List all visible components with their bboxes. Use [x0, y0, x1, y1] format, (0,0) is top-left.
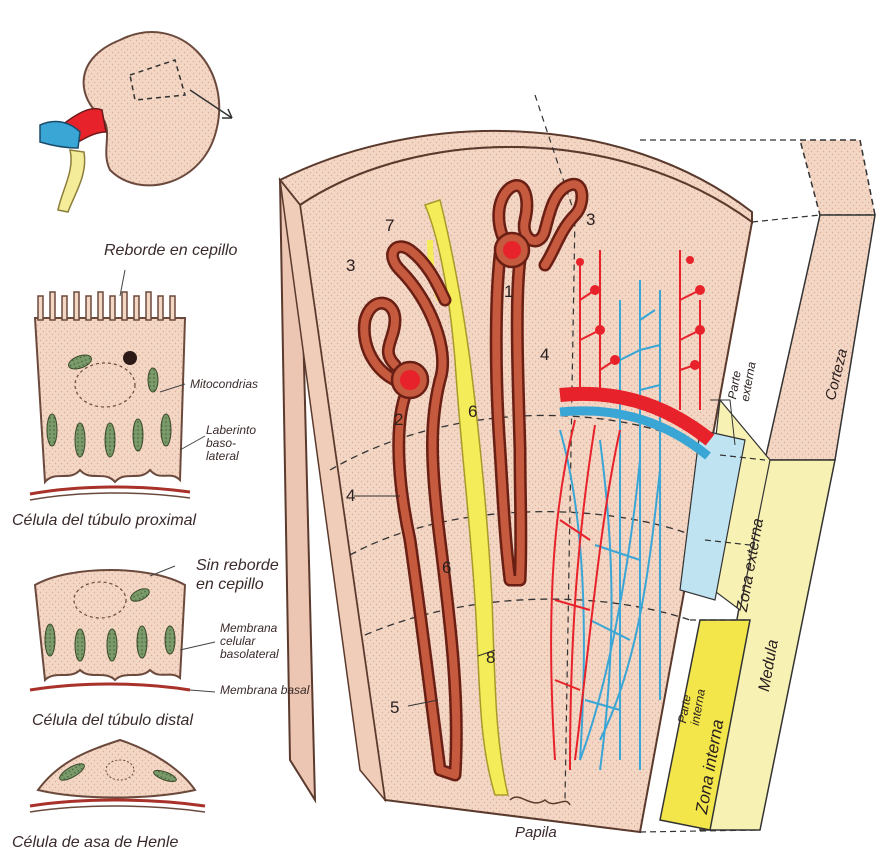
kidney-overview: [40, 32, 232, 212]
caption-henle-cell: Célula de asa de Henle: [12, 834, 178, 852]
number-3-left: 3: [346, 256, 355, 276]
number-4-lower: 4: [346, 486, 355, 506]
distal-tubule-cell: [30, 566, 215, 692]
label-no-brush-border-2: en cepillo: [196, 575, 279, 594]
number-6-lower: 6: [442, 558, 451, 578]
number-6-upper: 6: [468, 402, 477, 422]
label-basolateral-membrane: Membrana celular basolateral: [220, 622, 279, 661]
label-papilla: Papila: [515, 824, 557, 841]
number-5: 5: [390, 698, 399, 718]
henle-loop-cell: [30, 740, 205, 812]
glomerulus-1-tuft: [400, 370, 420, 390]
number-7: 7: [385, 216, 394, 236]
caption-proximal-cell: Célula del túbulo proximal: [12, 512, 196, 530]
number-3-right: 3: [586, 210, 595, 230]
label-brush-border: Reborde en cepillo: [104, 242, 237, 260]
number-4-upper: 4: [540, 345, 549, 365]
glomerulus-2-tuft: [503, 241, 521, 259]
number-1: 1: [504, 282, 513, 302]
number-8: 8: [486, 648, 495, 668]
label-mitochondria: Mitocondrias: [190, 378, 258, 391]
proximal-tubule-cell: [30, 270, 205, 500]
label-basolateral-membrane-3: basolateral: [220, 648, 279, 661]
label-basal-membrane: Membrana basal: [220, 684, 309, 697]
number-2: 2: [394, 410, 403, 430]
label-no-brush-border-1: Sin reborde: [196, 556, 279, 575]
label-no-brush-border: Sin reborde en cepillo: [196, 556, 279, 594]
caption-distal-cell: Célula del túbulo distal: [32, 712, 193, 730]
label-basolateral-labyrinth: Laberinto baso- lateral: [206, 424, 256, 463]
label-basolateral-labyrinth-3: lateral: [206, 450, 256, 463]
